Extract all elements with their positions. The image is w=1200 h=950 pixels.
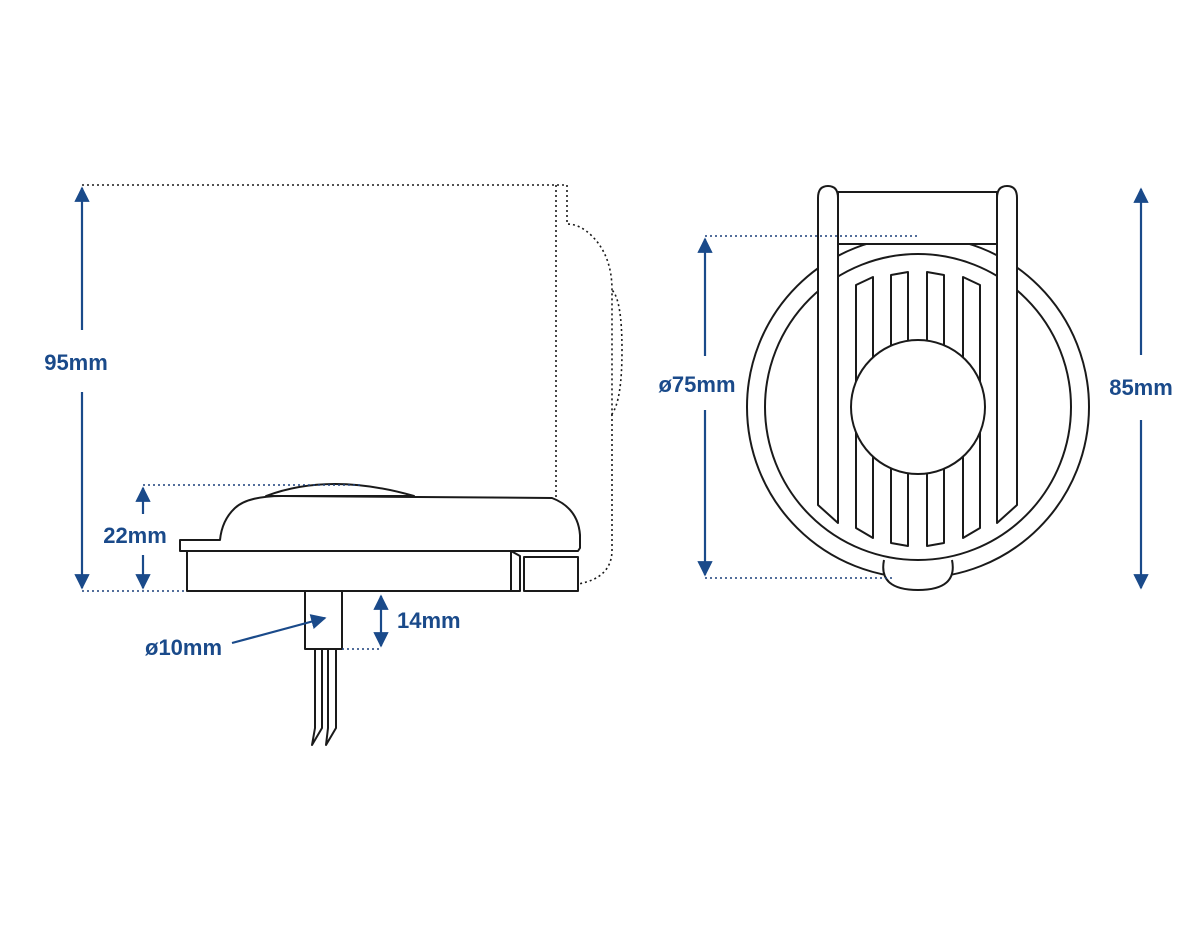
top-bracket-right [996,185,1018,524]
raised-cover-dotted-right [577,414,613,585]
base-step [510,550,521,592]
base-right-block [523,556,579,592]
label-front-height: 85mm [1109,375,1173,400]
central-knob [850,339,986,475]
label-total-height: 95mm [44,350,108,375]
front-view: ø75mm 85mm [658,185,1173,591]
bracket-crossbar [837,191,998,245]
shaft [304,590,343,650]
label-base-height: 22mm [103,523,167,548]
bottom-bump [882,559,954,591]
top-dome [265,483,415,497]
label-cover-diameter: ø75mm [658,372,735,397]
label-shaft-diameter: ø10mm [145,635,222,660]
side-view: 95mm 22mm 14mm ø10mm [44,184,623,746]
raised-cover-dotted-outline [82,184,623,417]
wire-left [311,648,323,746]
wire-right [325,648,337,746]
leader-shaft-diameter [231,614,327,645]
label-shaft-length: 14mm [397,608,461,633]
base-plate [186,550,512,592]
upper-body [179,495,581,552]
